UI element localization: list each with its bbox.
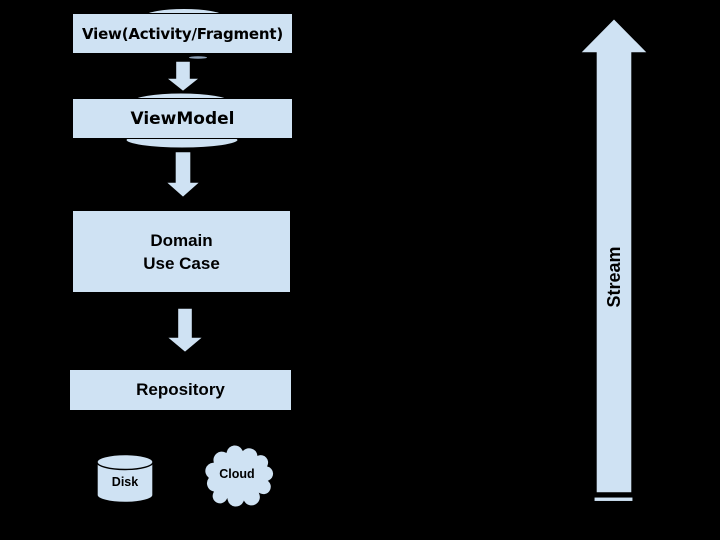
cloud-label: Cloud [219, 467, 255, 481]
arrow-down-view-to-viewmodel-icon [163, 60, 203, 93]
cloud-icon [203, 444, 275, 508]
oval-sliver-below-view-icon [189, 56, 207, 59]
box-view: View(Activity/Fragment) [72, 13, 293, 54]
box-view-label: View(Activity/Fragment) [82, 24, 283, 43]
disk-cylinder-top-icon [96, 453, 154, 471]
box-domain-label-line2: Use Case [143, 253, 220, 273]
arrow-down-viewmodel-to-domain-icon [163, 150, 203, 199]
box-repository: Repository [69, 369, 292, 411]
box-domain-label-line1: Domain [150, 230, 213, 250]
arrow-down-domain-to-repository-icon [164, 307, 206, 354]
box-viewmodel: ViewModel [72, 98, 293, 139]
box-repository-label: Repository [136, 380, 225, 399]
disk-cylinder-body-icon [96, 462, 154, 504]
disk-label: Disk [111, 475, 139, 489]
stream-label: Stream [604, 246, 624, 308]
stream-up-arrow-icon [578, 17, 650, 494]
box-viewmodel-label: ViewModel [130, 108, 235, 129]
box-domain-use-case: Domain Use Case [72, 210, 291, 293]
stream-arrow-base-line-icon [593, 496, 634, 503]
